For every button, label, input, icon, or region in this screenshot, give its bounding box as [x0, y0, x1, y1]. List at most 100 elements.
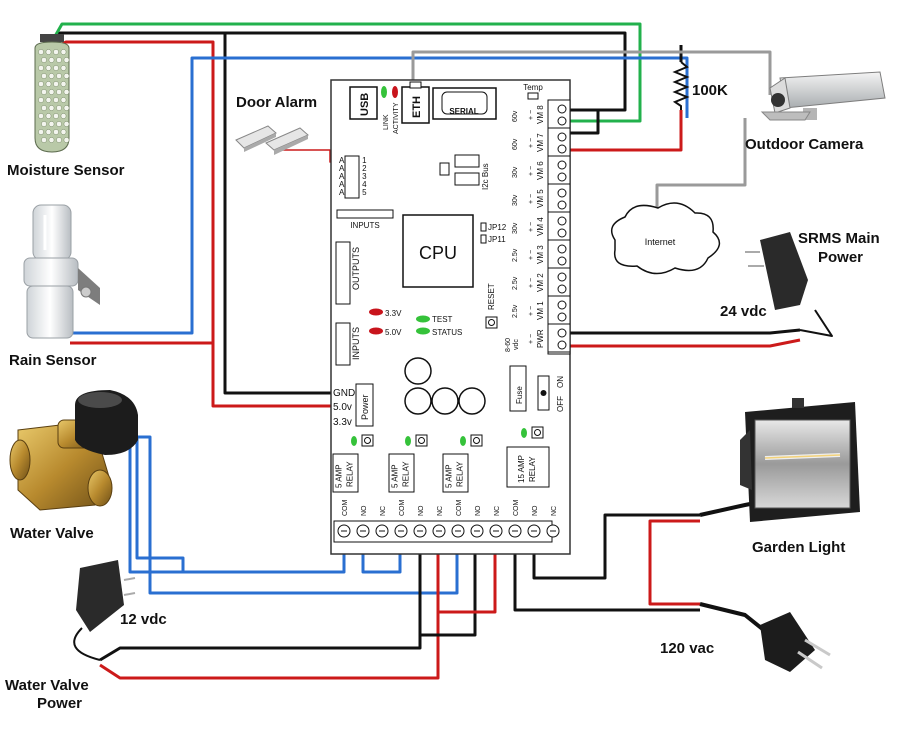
relay-button-dot [364, 437, 371, 444]
vm-screw-terminal[interactable] [557, 312, 567, 322]
vm-screw-terminal[interactable] [557, 272, 567, 282]
led-3v3-label: 3.3V [385, 309, 402, 318]
relay-body [332, 453, 359, 493]
inputs-top-header[interactable] [336, 209, 394, 219]
outputs-label: OUTPUTS [351, 247, 361, 290]
eth-port[interactable] [401, 86, 430, 124]
temp-label: Temp [523, 83, 543, 92]
vm-voltage: 60v [512, 138, 519, 150]
resistor-label: 100K [692, 82, 728, 99]
terminal-label: NC [437, 506, 444, 516]
sensor-pore [53, 97, 59, 103]
sensor-pore [63, 57, 70, 63]
capacitor-4 [458, 387, 486, 415]
serial-label: SERIAL [449, 107, 478, 116]
i2c-header-3[interactable] [454, 172, 480, 186]
usb-label: USB [359, 93, 371, 116]
vm-channel: VM 1+ −2.5v [512, 300, 570, 325]
wire-internet-gray [655, 118, 747, 208]
vm-screw-terminal[interactable] [557, 284, 567, 294]
wire-vm7-black [567, 110, 600, 135]
wire-resistor-bottom [567, 110, 683, 152]
vm-screw-terminal[interactable] [557, 328, 567, 338]
output-terminal: NC [546, 506, 560, 538]
vm-screw-terminal[interactable] [557, 104, 567, 114]
relay-button-dot [418, 437, 425, 444]
outputs-header[interactable] [335, 241, 351, 305]
sensor-pore [45, 97, 52, 103]
wire-12vdc-black-2 [420, 532, 477, 637]
output-terminal: COM [508, 500, 522, 538]
sensor-pore [53, 129, 59, 135]
vm-screw-terminal[interactable] [557, 256, 567, 266]
inputs-side-label: INPUTS [351, 327, 361, 360]
terminal-label: NC [551, 506, 558, 516]
usb-port[interactable] [349, 86, 378, 120]
sensor-pore [56, 137, 62, 143]
output-terminal: NO [470, 505, 484, 538]
sensor-pore [56, 121, 62, 127]
internet-cloud [610, 202, 721, 275]
vm-screw-terminal[interactable] [557, 160, 567, 170]
vm-channel: VM 4+ −30v [512, 216, 570, 241]
sensor-pore [38, 113, 44, 119]
sensor-pore [56, 73, 62, 79]
power-switch-knob [540, 390, 547, 396]
vm-screw-terminal[interactable] [557, 228, 567, 238]
wire-12vdc-black [99, 532, 422, 662]
vm-screw-terminal[interactable] [557, 116, 567, 126]
i2c-header-2[interactable] [454, 154, 480, 168]
relay-rating: 5 AMP [445, 464, 454, 488]
sensor-pore [48, 57, 55, 63]
relay-led [351, 436, 357, 446]
vm-screw-terminal[interactable] [557, 340, 567, 350]
vm-screw-terminal[interactable] [557, 144, 567, 154]
vm-screw-terminal[interactable] [557, 300, 567, 310]
output-terminal: COM [337, 500, 351, 538]
jp11-jumper[interactable] [480, 234, 487, 244]
controller-board: USB LINK ACTIVITY ETH SERIAL Temp Alarm … [330, 79, 571, 555]
sensor-pore [53, 113, 59, 119]
vm-screw-terminal[interactable] [557, 132, 567, 142]
sensor-pore [53, 81, 59, 87]
relay-label: RELAY [346, 461, 355, 487]
vm-plus-minus: + − [528, 138, 535, 148]
water-valve [9, 390, 138, 511]
output-terminal: NC [489, 506, 503, 538]
output-terminal: NO [527, 505, 541, 538]
resistor-100k [672, 61, 690, 110]
serial-port-inner [441, 91, 488, 115]
sensor-pore [41, 73, 47, 79]
vm-screw-terminal[interactable] [557, 244, 567, 254]
vm-plus-minus: + − [528, 306, 535, 316]
twentyfour-vdc-label: 24 vdc [720, 303, 767, 320]
vm-screw-terminal[interactable] [557, 188, 567, 198]
vm-voltage: 2.5v [512, 304, 519, 318]
vm-plus-minus: + − [528, 222, 535, 232]
sensor-pore [56, 105, 62, 111]
wire-adapter-cord [799, 309, 833, 337]
vm-screw-terminal[interactable] [557, 216, 567, 226]
wire-ground-black [223, 33, 333, 395]
sensor-pore [48, 89, 55, 95]
vm-screw-terminal[interactable] [557, 200, 567, 210]
vm-label: VM 7 [536, 133, 545, 152]
vm-voltage: 60v [512, 110, 519, 122]
i2c-bus-label: I2c Bus [481, 163, 490, 190]
vm-voltage: 30v [512, 166, 519, 178]
sensor-pore [45, 113, 52, 119]
terminal-label: COM [399, 500, 406, 517]
inputs-side-header[interactable] [335, 322, 351, 366]
jp12-jumper[interactable] [480, 222, 487, 232]
vm-screw-terminal[interactable] [557, 172, 567, 182]
terminal-label: COM [513, 500, 520, 517]
wire-main-power-red [567, 338, 801, 348]
output-terminal: COM [451, 500, 465, 538]
i2c-header-1[interactable] [439, 162, 450, 176]
alarm-header[interactable] [344, 155, 360, 199]
sensor-pore [60, 81, 67, 87]
activity-label: ACTIVITY [393, 102, 400, 134]
